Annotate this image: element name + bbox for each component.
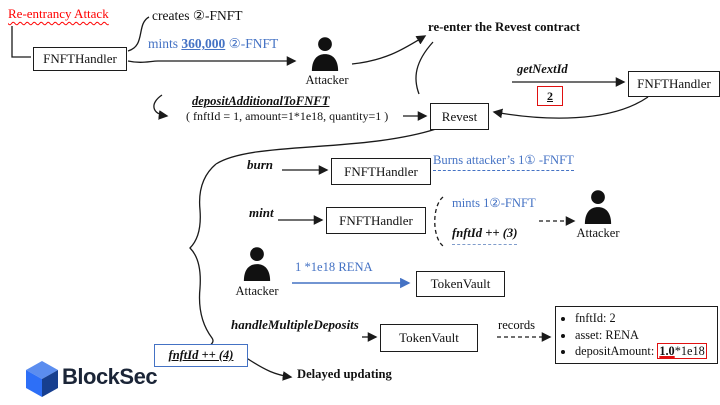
records-box: fnftId: 2 asset: RENA depositAmount: 1.0… (555, 306, 718, 364)
mints-prefix: mints (148, 36, 182, 51)
handle-deposits-label: handleMultipleDeposits (231, 317, 359, 332)
attacker3-icon (243, 247, 271, 281)
blocksec-logo (26, 361, 58, 397)
records-list: fnftId: 2 asset: RENA depositAmount: 1.0… (556, 310, 717, 360)
record-line: depositAmount: 1.0*1e18 (575, 343, 717, 360)
get-next-id-label: getNextId (517, 62, 568, 76)
mint-call-label: mint (249, 205, 274, 220)
mints-label: mints 360,000 ②-FNFT (148, 36, 278, 52)
node-fnfthandler-main: FNFTHandler (33, 47, 127, 71)
get-next-id-value: 2 (537, 86, 563, 106)
deposit-args-label: ( fnftId = 1, amount=1*1e18, quantity=1 … (186, 109, 389, 123)
deposit-amount-value: 1.0 (659, 344, 675, 358)
attacker2-icon (584, 190, 612, 224)
attacker-icon (311, 37, 339, 71)
attack-title: Re-entrancy Attack (8, 6, 109, 21)
rena-transfer-label: 1 *1e18 RENA (295, 260, 373, 274)
node-tokenvault: TokenVault (416, 271, 505, 297)
mint-result-brace (434, 196, 444, 247)
mint-note: mints 1②-FNFT (452, 196, 536, 210)
mints-suffix: ②-FNFT (225, 36, 279, 51)
attacker3-label: Attacker (235, 284, 279, 298)
node-fnfthandler-burn: FNFTHandler (331, 158, 431, 185)
attacker-label: Attacker (305, 73, 349, 87)
creates-connector-line (127, 16, 150, 52)
deposit-amount-prefix: depositAmount: (575, 344, 658, 358)
deposit-hook-arrow (153, 94, 169, 120)
burn-note: Burns attacker’s 1① -FNFT (433, 153, 574, 172)
record-line: fnftId: 2 (575, 310, 717, 327)
deposit-amount-suffix: *1e18 (674, 344, 705, 358)
node-fnfthandler-right: FNFTHandler (628, 71, 720, 97)
deposit-amount-highlight-box: 1.0*1e18 (657, 343, 707, 359)
mints-arrow (127, 56, 297, 66)
burn-call-label: burn (247, 157, 274, 172)
title-connector-line (11, 26, 31, 58)
fnftid-increment-4-box: fnftId ++ (4) (154, 344, 248, 367)
delayed-updating-note: Delayed updating (297, 367, 392, 381)
blocksec-wordmark: BlockSec (62, 364, 158, 389)
records-label: records (498, 318, 536, 332)
record-line: asset: RENA (575, 327, 717, 344)
fnftid-increment-3: fnftId ++ (3) (452, 226, 518, 246)
deposit-call-label: depositAdditionalToFNFT (192, 94, 330, 108)
inner-flow-brace (189, 163, 217, 347)
node-tokenvault-2: TokenVault (380, 324, 478, 352)
revest-to-brace-curve (215, 128, 437, 165)
reenter-arrow (351, 35, 427, 65)
handler-return-curve (492, 96, 649, 119)
reenter-return-curve (415, 41, 434, 95)
creates-label: creates ②-FNFT (152, 8, 243, 23)
attacker2-label: Attacker (576, 226, 620, 240)
node-revest: Revest (430, 103, 489, 130)
reenter-note: re-enter the Revest contract (428, 20, 580, 34)
mints-amount: 360,000 (181, 36, 226, 51)
fnftid-increment-4: fnftId ++ (4) (168, 348, 234, 362)
delayed-updating-arrow (244, 356, 293, 381)
node-fnfthandler-mint: FNFTHandler (326, 207, 426, 234)
